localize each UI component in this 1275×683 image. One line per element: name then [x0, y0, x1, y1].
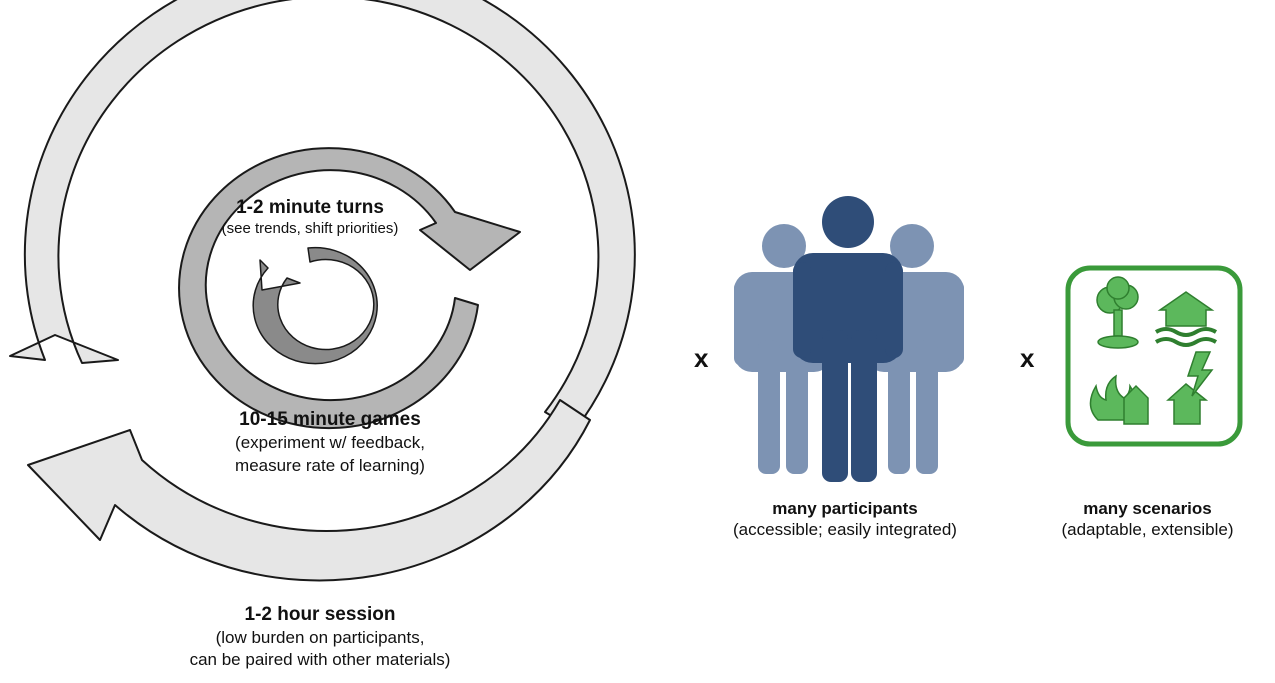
turns-cycle-arrow	[252, 246, 378, 365]
session-title: 1-2 hour session	[244, 604, 396, 625]
multiply-sign-2: x	[1020, 343, 1035, 373]
turns-subtitle: (see trends, shift priorities)	[221, 219, 399, 237]
people-icon	[734, 196, 964, 482]
games-line-2: measure rate of learning)	[235, 455, 425, 475]
scenarios-icon-box	[1065, 265, 1243, 447]
scenarios-title: many scenarios	[1083, 499, 1212, 518]
session-line-1: (low burden on participants,	[215, 627, 425, 647]
participants-subtitle: (accessible; easily integrated)	[733, 520, 957, 540]
games-cycle-arrow	[178, 147, 521, 430]
turns-title: 1-2 minute turns	[236, 197, 384, 218]
participants-label: many participants (accessible; easily in…	[680, 498, 1010, 541]
session-line-2: can be paired with other materials)	[189, 649, 451, 669]
participants-title: many participants	[772, 499, 918, 518]
games-title: 10-15 minute games	[239, 409, 421, 430]
session-cycle-arrow	[9, 0, 636, 582]
fire-icon	[1089, 374, 1149, 425]
explosion-icon	[1096, 276, 1139, 349]
multiply-sign-1: x	[694, 343, 709, 373]
lightning-icon	[1166, 351, 1214, 425]
turns-label: 1-2 minute turns (see trends, shift prio…	[150, 196, 470, 239]
session-label: 1-2 hour session (low burden on particip…	[150, 603, 490, 671]
scenarios-subtitle: (adaptable, extensible)	[1061, 520, 1234, 540]
games-label: 10-15 minute games (experiment w/ feedba…	[170, 408, 490, 478]
games-line-1: (experiment w/ feedback,	[235, 432, 425, 452]
flood-icon	[1154, 291, 1218, 347]
scenarios-label: many scenarios (adaptable, extensible)	[1020, 498, 1275, 541]
